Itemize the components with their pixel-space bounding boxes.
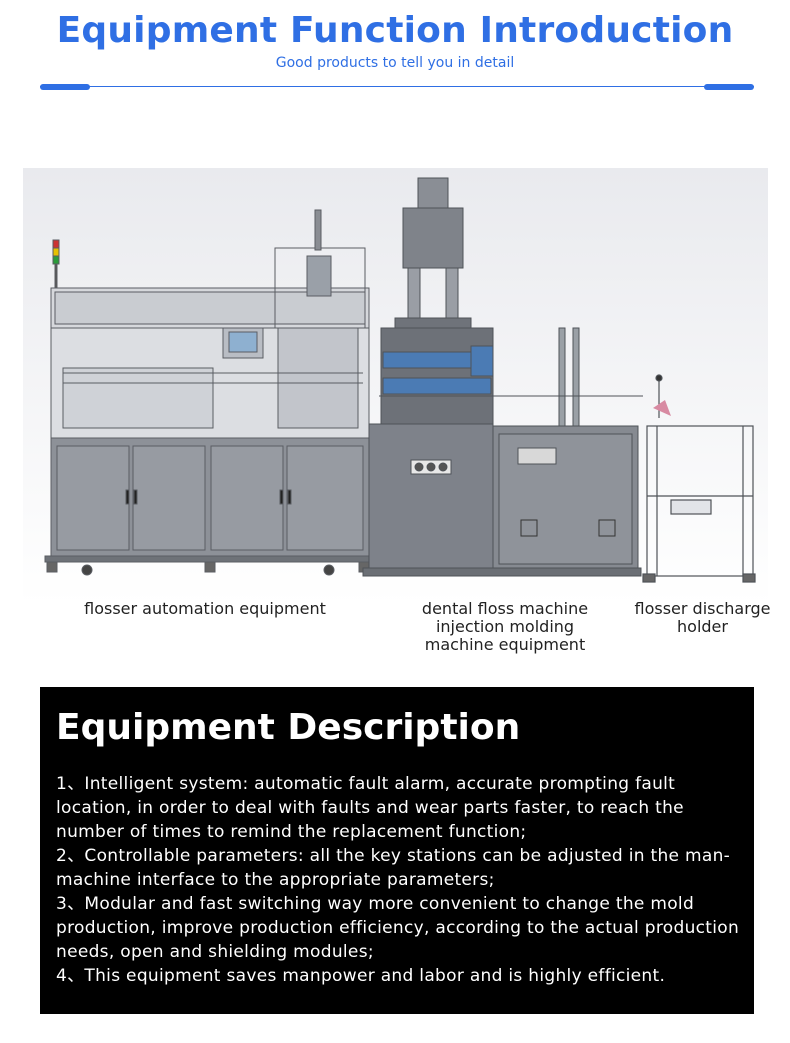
description-title: Equipment Description: [56, 707, 521, 748]
divider-cap-left: [40, 84, 90, 90]
page-subtitle: Good products to tell you in detail: [275, 55, 515, 71]
description-list: 1、Intelligent system: automatic fault al…: [56, 772, 746, 988]
equipment-drawing: [23, 168, 768, 605]
description-item: 1、Intelligent system: automatic fault al…: [56, 774, 684, 842]
description-item: 3、Modular and fast switching way more co…: [56, 894, 740, 962]
description-item: 4、This equipment saves manpower and labo…: [56, 966, 666, 986]
header-divider: [40, 86, 754, 87]
description-item: 2、Controllable parameters: all the key s…: [56, 846, 731, 890]
caption-discharge-holder: flosser discharge holder: [634, 599, 771, 636]
injection-molding-machine: [362, 177, 643, 577]
page-title: Equipment Function Introduction: [56, 10, 734, 51]
equipment-description-panel: Equipment Description 1、Intelligent syst…: [40, 687, 754, 1014]
discharge-holder: [642, 374, 756, 583]
section-header: Equipment Function Introduction Good pro…: [0, 0, 790, 100]
automation-machine: [44, 209, 372, 576]
caption-injection-molding: dental floss machine injection molding m…: [421, 599, 589, 654]
caption-automation-equipment: flosser automation equipment: [84, 599, 326, 618]
divider-cap-right: [704, 84, 754, 90]
